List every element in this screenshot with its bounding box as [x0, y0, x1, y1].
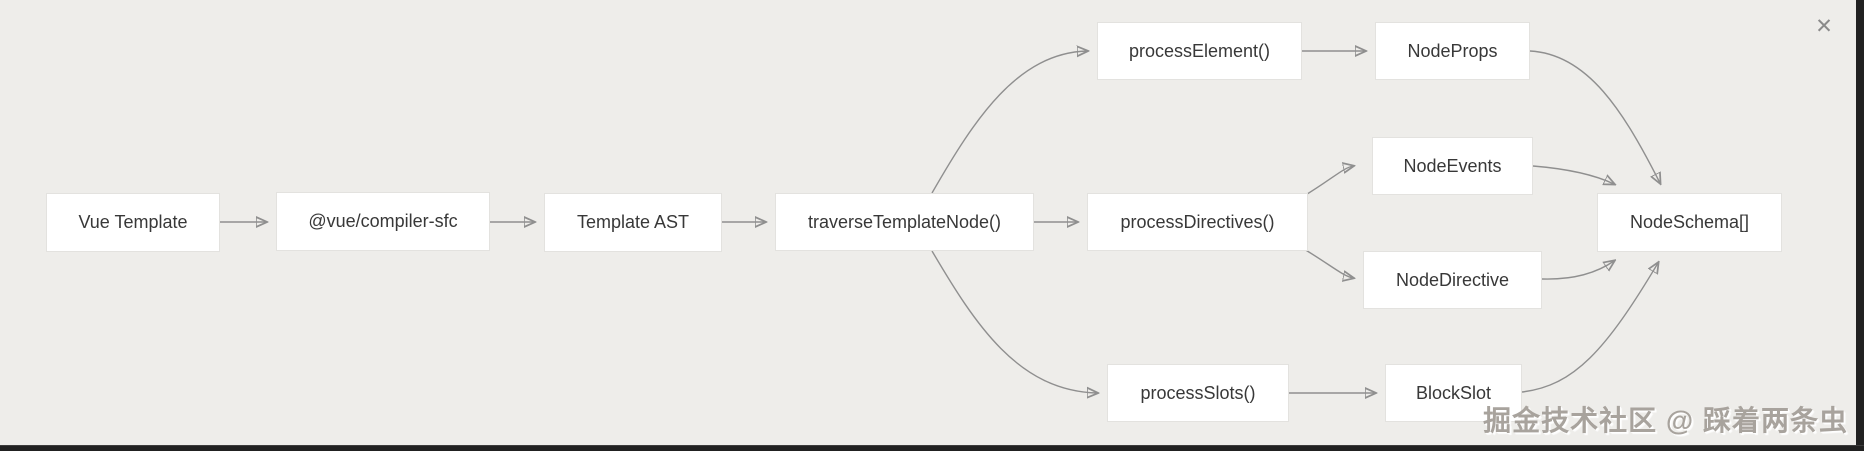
node-vue-template: Vue Template	[46, 193, 220, 252]
edge-traverse-to-process-element	[931, 51, 1087, 194]
node-process-slots: processSlots()	[1107, 364, 1289, 422]
edge-process-directives-to-node-events	[1303, 166, 1353, 197]
node-node-schema: NodeSchema[]	[1597, 193, 1782, 252]
node-template-ast: Template AST	[544, 193, 722, 252]
edge-process-directives-to-node-directive	[1303, 248, 1353, 278]
edge-traverse-to-process-slots	[931, 250, 1097, 393]
node-process-element: processElement()	[1097, 22, 1302, 80]
edge-node-events-to-node-schema	[1532, 165, 1614, 184]
node-process-directives: processDirectives()	[1087, 193, 1308, 251]
edge-node-props-to-node-schema	[1529, 50, 1660, 183]
node-node-props: NodeProps	[1375, 22, 1530, 80]
edge-block-slot-to-node-schema	[1521, 263, 1658, 393]
node-block-slot: BlockSlot	[1385, 364, 1522, 422]
node-traverse-template-node: traverseTemplateNode()	[775, 193, 1034, 251]
bottom-frame-bar	[0, 445, 1864, 451]
edge-node-directive-to-node-schema	[1541, 261, 1614, 280]
watermark: 掘金技术社区 @ 踩着两条虫	[1483, 405, 1848, 436]
node-compiler-sfc: @vue/compiler-sfc	[276, 192, 490, 251]
node-node-directive: NodeDirective	[1363, 251, 1542, 309]
close-icon[interactable]: ✕	[1815, 14, 1833, 38]
node-node-events: NodeEvents	[1372, 137, 1533, 195]
right-frame-bar	[1856, 0, 1864, 451]
